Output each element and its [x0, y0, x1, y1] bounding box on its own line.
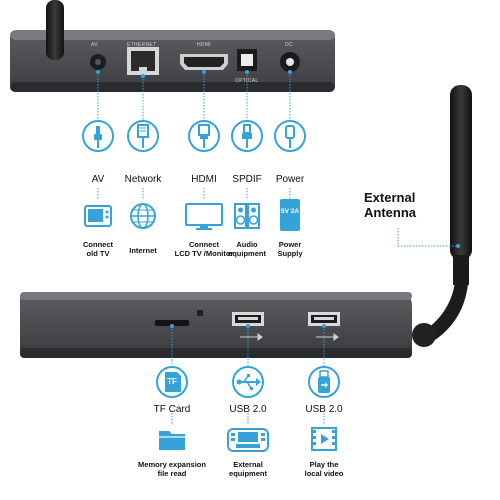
desc-hdmi: Connect LCD TV /Monitor [174, 240, 234, 258]
desc-av: Connect old TV [83, 240, 113, 258]
port-label-usb-2: USB 2.0 [305, 404, 343, 415]
desc-usb-2: Play the local video [304, 460, 344, 478]
port-label-tf-card: TF Card [153, 404, 191, 415]
device-print-optical: OPTICAL [235, 78, 259, 84]
port-label-network: Network [124, 174, 162, 185]
desc-network: Internet [129, 246, 157, 255]
external-antenna-label: External Antenna [364, 190, 416, 220]
device-print-hdmi: HDMI [197, 42, 211, 48]
bottom-device [20, 292, 412, 358]
desc-spdif: Audio equipment [228, 240, 266, 258]
usb-stick-icon [308, 366, 340, 398]
top-antenna [46, 0, 64, 60]
usb-symbol-icon [232, 366, 264, 398]
top-connector-lines [97, 72, 291, 120]
av-cable-icon [82, 120, 114, 152]
tf-card-text: TF [167, 377, 177, 386]
port-label-av: AV [91, 174, 105, 185]
ethernet-cable-icon [127, 120, 159, 152]
desc-usb-1: External equipment [229, 460, 267, 478]
port-label-spdif: SPDIF [232, 174, 262, 185]
hdmi-cable-icon [188, 120, 220, 152]
video-play-icon [309, 424, 339, 454]
top-device [10, 0, 335, 92]
port-label-usb-1: USB 2.0 [229, 404, 267, 415]
tf-card-icon: TF [156, 366, 188, 398]
power-cable-icon [274, 120, 306, 152]
antenna-label-line2: Antenna [364, 205, 416, 220]
desc-power: Power Supply [277, 240, 303, 258]
antenna-label-line1: External [364, 190, 416, 205]
keyboard-icon [226, 424, 270, 454]
port-label-power: Power [275, 174, 305, 185]
speaker-icon [232, 201, 262, 231]
globe-icon [128, 201, 158, 231]
old-tv-icon [83, 201, 113, 231]
tf-slot [155, 320, 189, 326]
device-print-lan: ETHERNET [127, 42, 157, 48]
power-adapter-text: 5V 2A [280, 208, 300, 215]
device-print-av: AV [91, 42, 98, 48]
spdif-cable-icon [231, 120, 263, 152]
port-label-hdmi: HDMI [191, 174, 217, 185]
device-print-dc: DC [285, 42, 293, 48]
power-adapter-icon: 5V 2A [279, 198, 301, 232]
external-antenna [412, 85, 472, 347]
top-label-dots [97, 188, 291, 199]
bottom-connector-lines [171, 326, 325, 425]
folder-icon [157, 424, 187, 454]
desc-tf-card: Memory expansion file read [138, 460, 206, 478]
monitor-icon [184, 201, 224, 231]
